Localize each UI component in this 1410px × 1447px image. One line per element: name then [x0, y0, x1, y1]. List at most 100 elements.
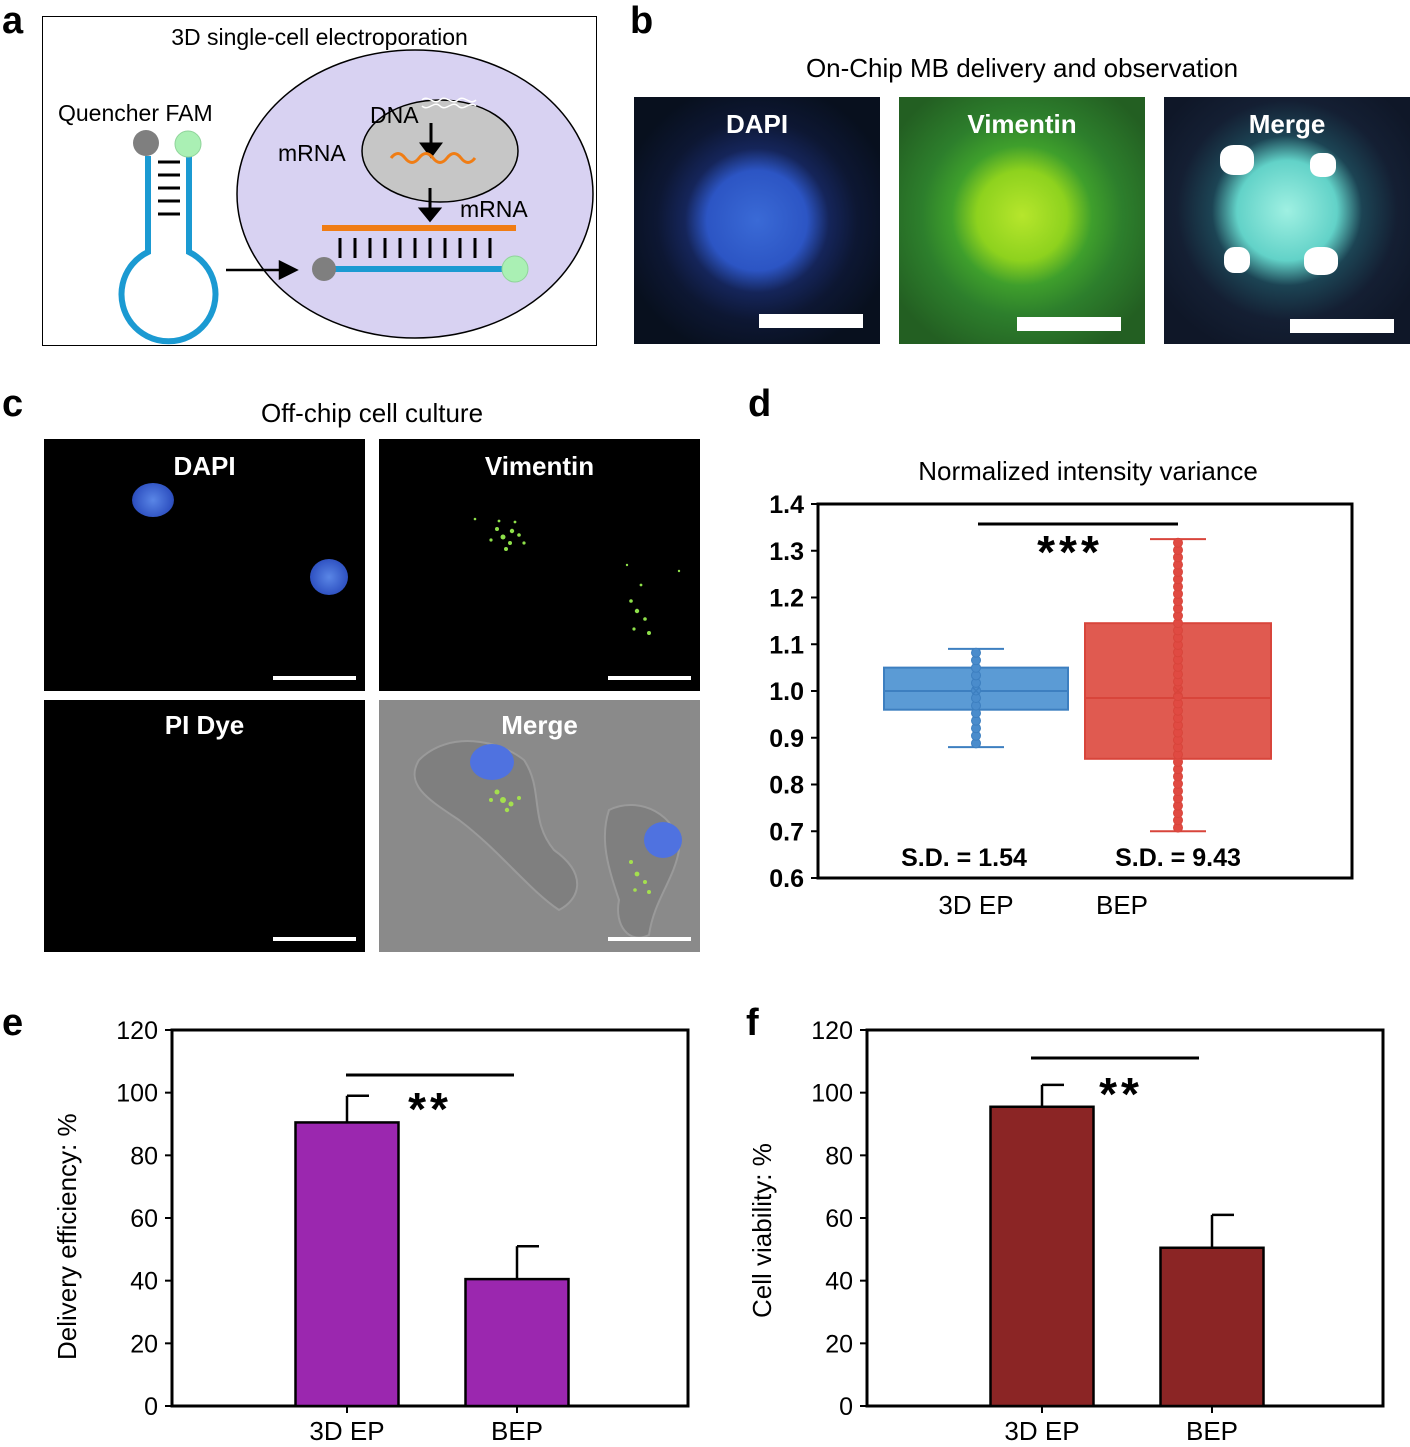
dna-helix-icon — [421, 97, 477, 109]
y-tick-label: 1.1 — [769, 631, 804, 659]
significance-stars: ** — [1099, 1068, 1143, 1120]
bar-chart-f: 0 20 40 60 80 100 120 3D EP BEP ** — [811, 1017, 1385, 1446]
panel-letter-b: b — [630, 0, 654, 42]
arrow-dna-to-mrna — [419, 123, 443, 159]
mean-marker: × — [971, 681, 982, 701]
y-tick-label: 60 — [825, 1205, 853, 1233]
y-tick-label: 60 — [130, 1205, 158, 1233]
y-tick-label: 80 — [825, 1142, 853, 1170]
y-tick-label: 80 — [130, 1142, 158, 1170]
y-tick-label: 1.2 — [769, 585, 804, 613]
y-tick-label: 1.4 — [769, 491, 804, 519]
c-merge-label: Merge — [501, 710, 578, 740]
y-tick-label: 0.9 — [769, 725, 804, 753]
c-pi-dye-image: PI Dye — [44, 700, 365, 952]
x-tick-label: BEP — [1096, 890, 1148, 920]
y-tick-label: 100 — [811, 1080, 853, 1108]
x-tick-label: 3D EP — [309, 1416, 384, 1446]
b-merge-label: Merge — [1248, 109, 1326, 139]
nuclear-mrna-strand — [389, 152, 477, 164]
mrna-label-nucleus: mRNA — [278, 140, 346, 166]
panel-c-title: Off-chip cell culture — [260, 398, 484, 428]
b-dapi-image: DAPI — [634, 97, 880, 344]
mrna-label-cytoplasm: mRNA — [460, 196, 528, 222]
chart-d-title: Normalized intensity variance — [918, 456, 1258, 486]
arrow-delivery — [226, 259, 299, 281]
quencher-dot — [133, 130, 159, 156]
nucleus-spot — [132, 483, 174, 517]
panel-letter-d: d — [748, 383, 772, 425]
bar-bep — [464, 1277, 570, 1408]
merge-cells — [413, 740, 682, 939]
sd-label: S.D. = 1.54 — [901, 844, 1027, 872]
scale-bar — [1290, 319, 1394, 333]
hybridization-bonds — [338, 238, 492, 258]
data-point — [1173, 537, 1183, 548]
bright-spot — [1224, 247, 1250, 273]
y-tick-label: 100 — [116, 1080, 158, 1108]
y-tick-label: 0 — [839, 1393, 853, 1421]
nucleus-spot — [310, 559, 348, 595]
panel-letter-f: f — [746, 1002, 759, 1044]
arrow-mrna-export — [417, 188, 443, 223]
scale-bar — [759, 314, 863, 328]
molecular-beacon-schematic — [118, 49, 594, 345]
bar-3d-ep — [989, 1105, 1095, 1408]
y-tick-label: 40 — [825, 1268, 853, 1296]
y-tick-label: 40 — [130, 1268, 158, 1296]
significance-stars: *** — [1037, 526, 1103, 578]
nucleus-spot — [470, 744, 514, 780]
panel-letter-e: e — [2, 1002, 24, 1044]
bright-spot — [1304, 247, 1338, 275]
dna-label: DNA — [370, 102, 419, 128]
quencher-dot-bound — [312, 257, 336, 281]
x-tick-label: BEP — [1186, 1416, 1238, 1446]
scale-bar — [273, 937, 356, 941]
c-pi-dye-label: PI Dye — [164, 710, 245, 740]
hairpin-probe — [118, 156, 219, 345]
y-tick-label: 0.8 — [769, 772, 804, 800]
y-tick-label: 0 — [144, 1393, 158, 1421]
x-tick-label: 3D EP — [938, 890, 1013, 920]
b-dapi-label: DAPI — [725, 109, 789, 139]
bright-spot — [1220, 145, 1254, 175]
quencher-fam-label: Quencher FAM — [58, 100, 213, 126]
scale-bar — [608, 676, 691, 680]
bar-3d-ep — [294, 1121, 400, 1408]
y-tick-label: 20 — [825, 1330, 853, 1358]
c-vimentin-image: Vimentin — [379, 439, 700, 691]
c-merge-image: Merge — [379, 700, 700, 952]
vimentin-puncta — [473, 517, 681, 635]
bright-spot — [1310, 153, 1336, 177]
b-vimentin-image: Vimentin — [899, 97, 1145, 344]
fam-dot — [174, 130, 202, 158]
y-tick-label: 0.6 — [769, 865, 804, 893]
schematic-frame — [42, 16, 597, 346]
y-tick-label: 120 — [116, 1017, 158, 1045]
chart-e-ylabel: Delivery efficiency: % — [52, 1113, 82, 1360]
panel-b-title: On-Chip MB delivery and observation — [805, 53, 1239, 83]
y-tick-label: 20 — [130, 1330, 158, 1358]
x-tick-label: BEP — [491, 1416, 543, 1446]
sd-label: S.D. = 9.43 — [1115, 844, 1241, 872]
fam-dot-bound — [501, 255, 529, 283]
b-merge-image: Merge — [1164, 97, 1410, 344]
schematic-title: 3D single-cell electroporation — [171, 24, 468, 50]
x-tick-label: 3D EP — [1004, 1416, 1079, 1446]
significance-stars: ** — [408, 1083, 452, 1135]
scale-bar — [1017, 317, 1121, 331]
data-point — [971, 647, 981, 658]
y-tick-label: 1.0 — [769, 678, 804, 706]
c-dapi-label: DAPI — [173, 451, 236, 481]
mean-marker: × — [1173, 681, 1184, 701]
nucleus-spot — [644, 822, 682, 858]
b-vimentin-label: Vimentin — [967, 109, 1077, 139]
y-tick-label: 0.7 — [769, 818, 804, 846]
y-tick-label: 120 — [811, 1017, 853, 1045]
panel-letter-a: a — [2, 0, 24, 42]
chart-f-ylabel: Cell viability: % — [747, 1143, 777, 1318]
box-plot-d: 0.60.70.80.91.01.11.21.31.4×S.D. = 1.543… — [769, 491, 1354, 920]
scale-bar — [608, 937, 691, 941]
bar-chart-e: 0 20 40 60 80 100 120 3D EP BEP ** — [116, 1017, 690, 1446]
panel-letter-c: c — [2, 383, 24, 425]
